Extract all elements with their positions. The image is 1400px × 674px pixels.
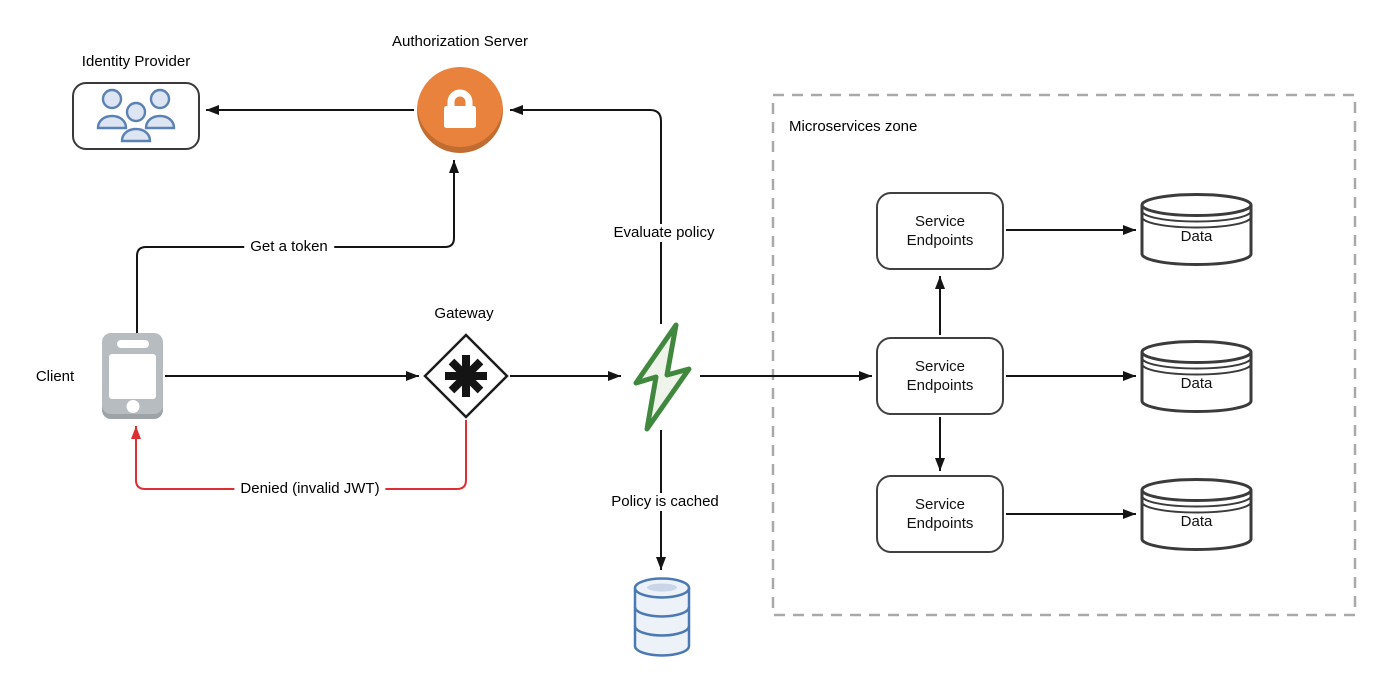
complex-gateway-asterisk-icon [445,355,487,397]
service-endpoints-node-3: Service Endpoints [876,475,1004,553]
database-cylinder-icon [1140,340,1253,413]
client-label: Client [35,368,75,385]
lightning-icon [633,322,692,432]
lock-icon [444,89,476,128]
data-store-node-1: Data [1140,192,1253,267]
data-store-node-3: Data [1140,477,1253,552]
gateway-node [423,333,509,419]
service-endpoints-node-1: Service Endpoints [876,192,1004,270]
client-node [102,333,163,419]
edge-label-denied-invalid-jwt: Denied (invalid JWT) [234,480,386,498]
service-endpoints-label-1: Service Endpoints [906,212,974,249]
edge-gateway-to-client-denied [131,420,467,490]
edge-label-get-a-token: Get a token [244,238,334,256]
service-endpoints-label-2: Service Endpoints [906,357,974,394]
phone-screen-icon [109,354,156,399]
authorization-server-label: Authorization Server [392,33,528,50]
identity-provider-node [72,82,200,150]
data-store-label-2: Data [1180,374,1213,392]
authorization-server-node [417,67,503,153]
users-icon [96,88,176,143]
policy-cache-db-node [633,577,691,657]
phone-speaker-icon [116,340,149,348]
gateway-label: Gateway [434,305,494,322]
database-cylinder-icon [1140,478,1253,551]
database-icon [633,577,691,657]
service-endpoints-node-2: Service Endpoints [876,337,1004,415]
identity-provider-label: Identity Provider [81,53,191,70]
edge-label-evaluate-policy: Evaluate policy [607,224,721,242]
edge-policyengine-to-authserver-evaluate-policy [510,105,662,324]
data-store-label-3: Data [1180,512,1213,530]
edge-label-policy-is-cached: Policy is cached [605,493,725,511]
data-store-node-2: Data [1140,339,1253,414]
database-cylinder-icon [1140,193,1253,266]
microservices-zone-label: Microservices zone [789,118,918,135]
policy-engine-node [633,322,692,432]
data-store-label-1: Data [1180,227,1213,245]
phone-home-button-icon [126,400,139,413]
microservices-zone-boundary [771,93,1357,617]
service-endpoints-label-3: Service Endpoints [906,495,974,532]
